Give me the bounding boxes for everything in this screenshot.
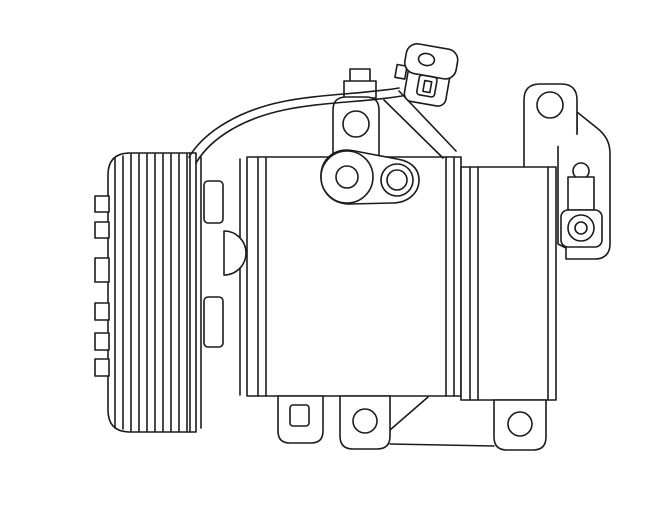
clutch-plate-slot [94, 358, 110, 377]
front-mounting-bosses [320, 149, 420, 205]
boss-large-bore [335, 165, 359, 189]
lug-bolt-hole [342, 110, 370, 138]
pulley [94, 152, 197, 433]
rear-lug [493, 399, 547, 451]
front-lug [277, 395, 324, 444]
clutch-plate-slot [94, 221, 110, 239]
clutch-plate-slot [94, 195, 110, 213]
housing-rear-section [460, 166, 557, 401]
top-mounting-lug [332, 68, 380, 158]
front-lug-hole [289, 404, 310, 427]
bracket-edge-line [383, 99, 444, 159]
boss-small-outer [380, 163, 414, 197]
hub-boss [223, 230, 247, 276]
wire-harness [188, 87, 403, 164]
bottom-mounting-lugs [277, 395, 547, 451]
connector-terminal [415, 74, 438, 98]
connector-seal [417, 52, 436, 67]
center-lug-hole [352, 408, 378, 434]
connector-tab [394, 63, 408, 80]
boss-small-bore [386, 169, 408, 191]
clutch-plate-slot [94, 332, 110, 351]
pulley-body [107, 152, 197, 433]
port-opening [567, 214, 595, 242]
clutch-plate-slot [94, 302, 110, 321]
wire-line [188, 87, 400, 158]
boss-large-outer [320, 150, 374, 204]
clutch-plate-slot [94, 257, 110, 283]
hub-key-upper [203, 180, 224, 224]
rear-lug-hole [507, 411, 533, 437]
rear-mounting-bracket [523, 83, 611, 260]
sump-edge-line [389, 443, 495, 447]
head-fitting [343, 80, 377, 99]
hub-key-lower [203, 296, 224, 348]
terminal-slot [422, 79, 433, 94]
gusset-line [389, 396, 429, 431]
bracket-bolt-hole [536, 91, 564, 119]
clutch-hub [200, 156, 247, 429]
electrical-connector [394, 43, 459, 107]
wire-line [195, 95, 403, 164]
center-lug [339, 395, 391, 450]
port-bore [574, 221, 588, 235]
stud-boss [567, 176, 595, 211]
head-fitting-cap [349, 68, 371, 83]
